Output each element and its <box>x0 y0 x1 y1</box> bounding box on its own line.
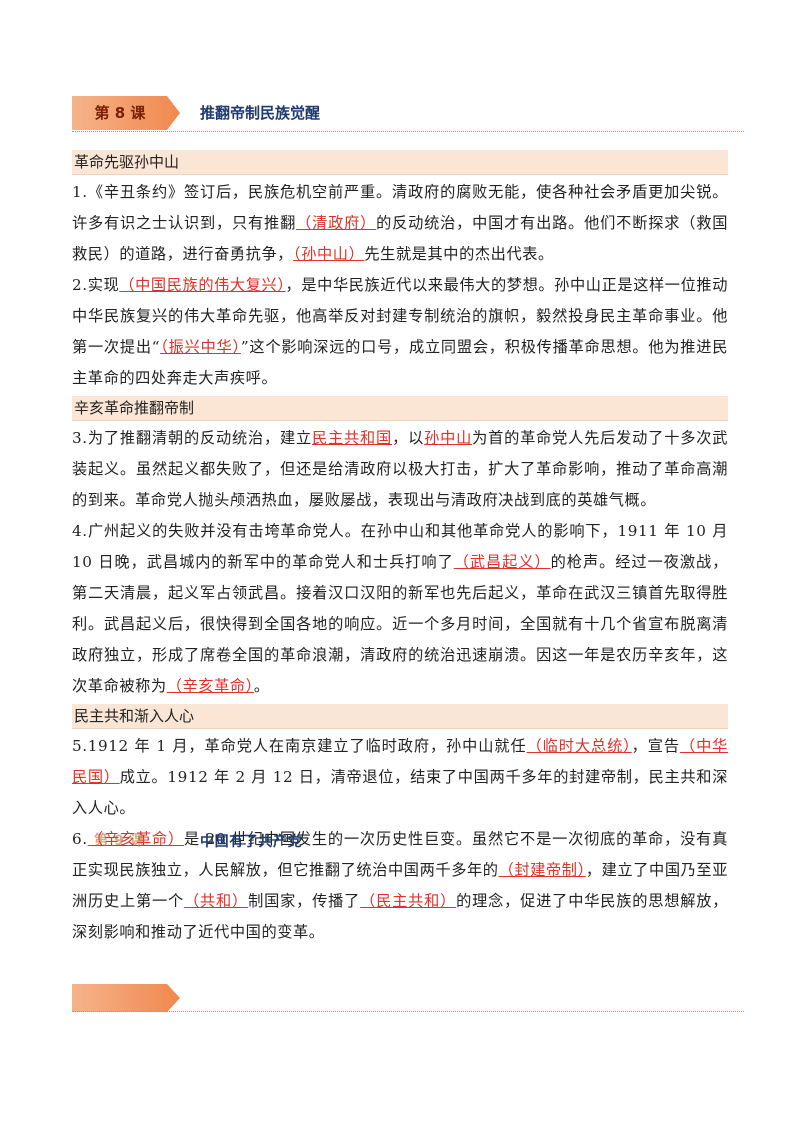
text: 6. <box>72 830 88 848</box>
paragraph-4: 4.广州起义的失败并没有击垮革命党人。在孙中山和其他革命党人的影响下，1911 … <box>72 516 728 702</box>
dotted-divider <box>72 1011 744 1012</box>
answer-blank: （孙中山） <box>293 245 365 263</box>
text: 先生就是其中的杰出代表。 <box>364 245 554 263</box>
lesson-badge-label: 第 8 课 <box>94 104 146 122</box>
paragraph-3: 3.为了推翻清朝的反动统治，建立民主共和国，以孙中山为首的革命党人先后发动了十多… <box>72 423 728 516</box>
answer-blank: （封建帝制） <box>498 861 586 879</box>
text: 。 <box>253 677 270 695</box>
paragraph-5: 5.1912 年 1 月，革命党人在南京建立了临时政府，孙中山就任（临时大总统）… <box>72 731 728 824</box>
answer-blank: （清政府） <box>296 214 377 232</box>
text: 的理念，促进了中华民族的思想解放，深刻影响和推动了近代中国的变革。 <box>72 892 729 941</box>
text: ，是中华民族近代以来最伟大的梦想。孙中山正是这样一位推动中华民族复兴的伟大革命先… <box>72 276 728 356</box>
text: 制国家，传播了 <box>248 892 361 910</box>
text: 的反动统治，中国才有出路。他们不断探求（救国救民）的道路，进行奋勇抗争， <box>72 214 729 263</box>
lesson-banner: 第 8 课 推翻帝制民族觉醒 <box>72 96 744 132</box>
text: ，建立了中国乃至亚洲历史上第一个 <box>72 861 729 910</box>
paragraph-6: 6.（辛亥革命）是 20 世纪中国发生的一次历史性巨变。虽然它不是一次彻底的革命… <box>72 824 728 948</box>
lesson-badge-shape <box>72 96 180 130</box>
answer-blank: （临时大总统） <box>526 737 632 755</box>
text: 4.广州起义的失败并没有击垮革命党人。在孙中山和其他革命党人的影响下，1911 … <box>72 522 728 571</box>
paragraph-1: 1.《辛丑条约》签订后，民族危机空前严重。清政府的腐败无能，使各种社会矛盾更加尖… <box>72 177 728 270</box>
section-heading: 民主共和渐入人心 <box>72 704 728 729</box>
text: 3.为了推翻清朝的反动统治，建立 <box>72 429 313 447</box>
text: ，宣告 <box>631 737 680 755</box>
next-lesson-badge-shape <box>72 984 180 1012</box>
text: ，以 <box>392 429 425 447</box>
text: 是 20 世纪中国发生的一次历史性巨变。虽然它不是一次彻底的革命，没有真正实现民… <box>72 830 728 879</box>
answer-blank: （武昌起义） <box>453 553 551 571</box>
paragraph-2: 2.实现（中国民族的伟大复兴），是中华民族近代以来最伟大的梦想。孙中山正是这样一… <box>72 270 728 394</box>
answer-blank: （振兴中华） <box>160 338 241 356</box>
answer-blank: （中国民族的伟大复兴） <box>119 276 286 294</box>
lesson-title: 推翻帝制民族觉醒 <box>200 104 321 122</box>
text: 为首的革命党人先后发动了十多次武装起义。虽然起义都失败了，但还是给清政府以极大打… <box>72 429 729 509</box>
answer-blank: （中华民国） <box>72 737 728 786</box>
answer-blank: （民主共和） <box>360 892 457 910</box>
answer-blank: 孙中山 <box>424 429 473 447</box>
text: 成立。1912 年 2 月 12 日，清帝退位，结束了中国两千多年的封建帝制，民… <box>72 768 728 817</box>
answer-blank: （共和） <box>184 892 249 910</box>
answer-blank: （辛亥革命） <box>166 677 254 695</box>
next-lesson-banner <box>72 984 744 1012</box>
section-heading: 革命先驱孙中山 <box>72 150 728 175</box>
answer-blank: 民主共和国 <box>312 429 393 447</box>
lesson-content: 革命先驱孙中山 1.《辛丑条约》签订后，民族危机空前严重。清政府的腐败无能，使各… <box>72 148 728 948</box>
text: 1.《辛丑条约》签订后，民族危机空前严重。清政府的腐败无能，使各种社会矛盾更加尖… <box>72 183 728 232</box>
text: 5.1912 年 1 月，革命党人在南京建立了临时政府，孙中山就任 <box>72 737 527 755</box>
answer-blank: （辛亥革命） <box>87 830 184 848</box>
text: 的枪声。经过一夜激战，第二天清晨，起义军占领武昌。接着汉口汉阳的新军也先后起义，… <box>72 553 728 695</box>
dotted-divider <box>72 131 744 132</box>
text: ”这个影响深远的口号，成立同盟会，积极传播革命思想。他为推进民主革命的四处奔走大… <box>72 338 728 387</box>
section-heading: 辛亥革命推翻帝制 <box>72 396 728 421</box>
text: 2.实现 <box>72 276 120 294</box>
